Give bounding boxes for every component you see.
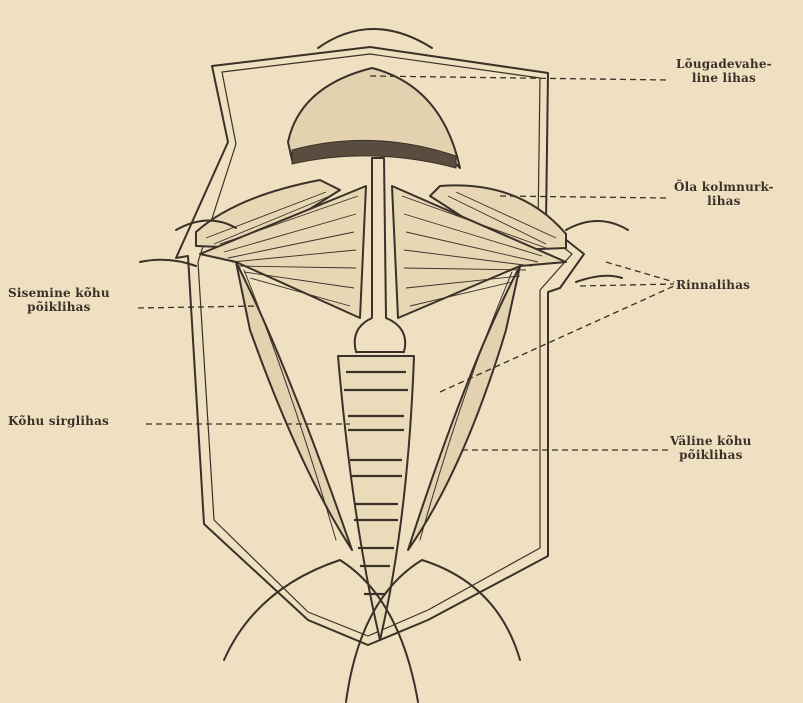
label-internal-oblique-line2: põiklihas [8, 300, 110, 314]
rectus-muscle [338, 356, 414, 640]
leader-pectoral-1 [606, 262, 674, 282]
label-external-oblique-line2: põiklihas [670, 448, 752, 462]
leader-intercostal [370, 76, 668, 80]
label-internal-oblique: Sisemine kõhu põiklihas [8, 286, 110, 314]
label-intercostal: Lõugadevahe- line lihas [676, 57, 772, 85]
label-intercostal-line1: Lõugadevahe- [676, 57, 772, 71]
label-shoulder-line2: lihas [674, 194, 774, 208]
leader-internal-oblique [138, 306, 258, 308]
chin-outline [318, 29, 432, 48]
label-pectoral-text: Rinnalihas [676, 278, 750, 292]
label-external-oblique-line1: Väline kõhu [670, 434, 752, 448]
label-rectus-text: Kõhu sirglihas [8, 414, 109, 428]
label-pectoral: Rinnalihas [676, 278, 750, 292]
external-oblique-right [408, 266, 520, 550]
label-external-oblique: Väline kõhu põiklihas [670, 434, 752, 462]
label-shoulder-line1: Õla kolmnurk- [674, 180, 774, 194]
leader-pectoral-2 [580, 284, 674, 286]
label-shoulder: Õla kolmnurk- lihas [674, 180, 774, 208]
leader-shoulder [500, 196, 668, 198]
arm-right-lower [576, 276, 622, 282]
label-intercostal-line2: line lihas [676, 71, 772, 85]
label-internal-oblique-line1: Sisemine kõhu [8, 286, 110, 300]
label-rectus: Kõhu sirglihas [8, 414, 109, 428]
arm-right-upper [566, 221, 628, 230]
